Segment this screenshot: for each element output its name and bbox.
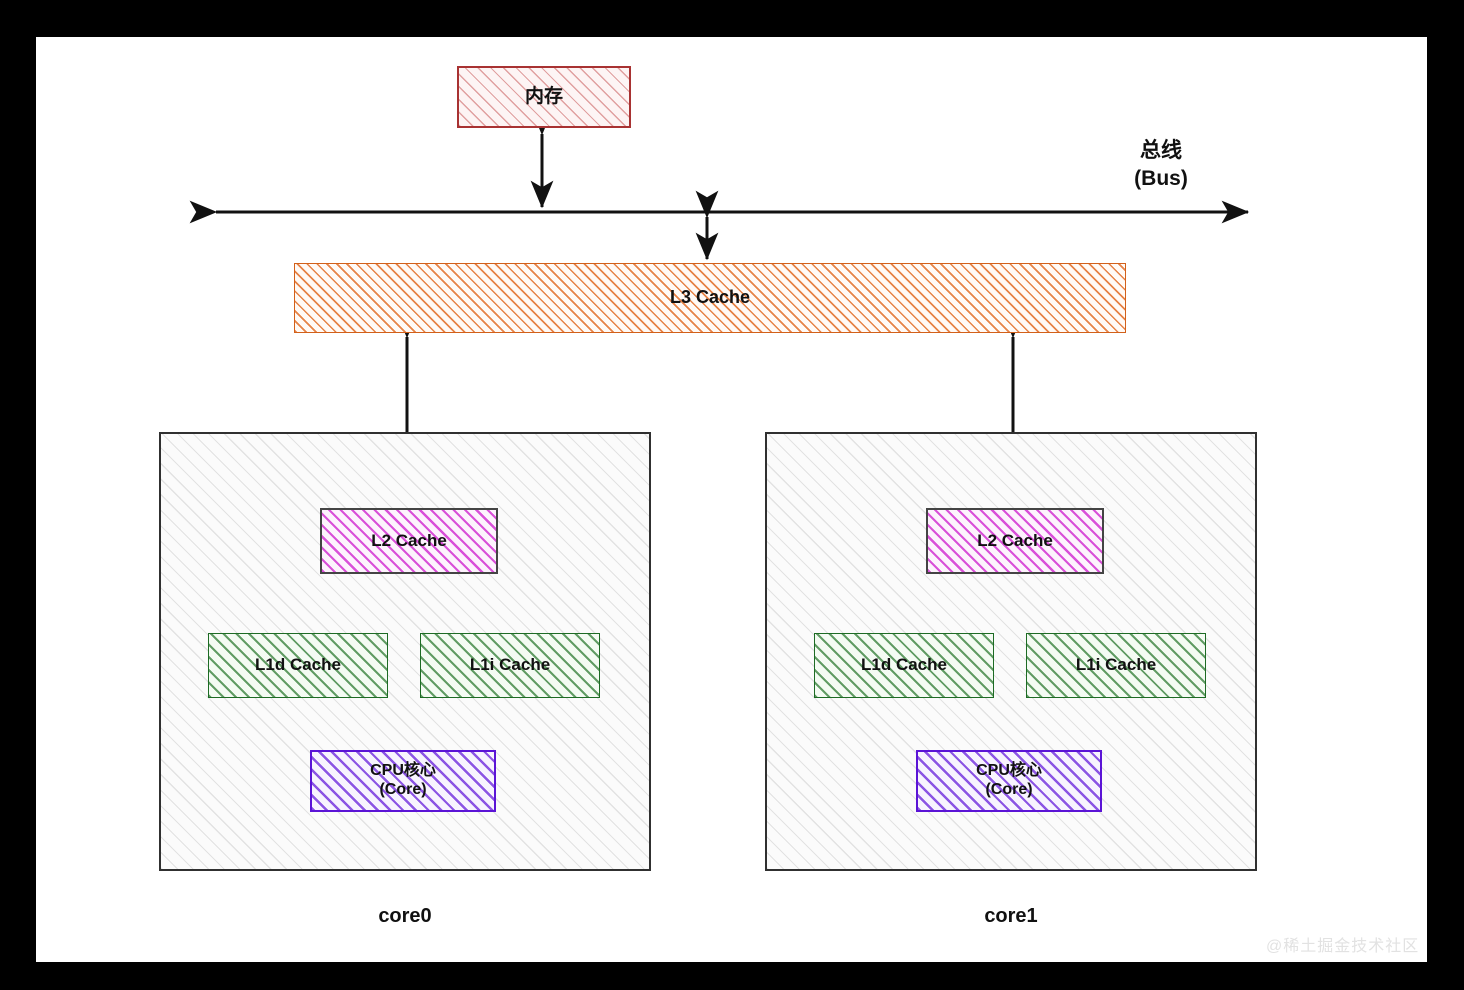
core1-cpu-label: CPU核心 (Core) [976, 762, 1042, 798]
core0-caption: core0 [378, 905, 432, 927]
core0-node-l1d-cache[interactable]: L1d Cache [208, 633, 388, 698]
core0-cpu-label: CPU核心 (Core) [370, 762, 436, 798]
core0-node-l2-cache[interactable]: L2 Cache [320, 508, 498, 574]
core0-node-l1i-cache[interactable]: L1i Cache [420, 633, 600, 698]
core0-l1i-label: L1i Cache [469, 655, 551, 675]
node-l3-cache[interactable]: L3 Cache [294, 263, 1126, 333]
core1-caption: core1 [984, 905, 1038, 927]
bus-label: 总线 (Bus) [1134, 139, 1188, 191]
core1-node-l1d-cache[interactable]: L1d Cache [814, 633, 994, 698]
core1-node-l2-cache[interactable]: L2 Cache [926, 508, 1104, 574]
diagram-canvas: 内存 总线 (Bus) L3 Cache L2 Cache L1d Cache … [36, 37, 1427, 962]
watermark: @稀土掘金技术社区 [1266, 938, 1420, 955]
node-memory[interactable]: 内存 [457, 66, 631, 128]
core0-node-cpu-core[interactable]: CPU核心 (Core) [310, 750, 496, 812]
core0-l1d-label: L1d Cache [255, 655, 341, 675]
core0-l2-label: L2 Cache [371, 530, 447, 550]
core1-l1d-label: L1d Cache [861, 655, 947, 675]
core1-l2-label: L2 Cache [977, 530, 1053, 550]
node-memory-label: 内存 [524, 85, 563, 107]
core1-node-l1i-cache[interactable]: L1i Cache [1026, 633, 1206, 698]
core1-node-cpu-core[interactable]: CPU核心 (Core) [916, 750, 1102, 812]
node-l3-cache-label: L3 Cache [669, 287, 751, 308]
core1-l1i-label: L1i Cache [1075, 655, 1157, 675]
